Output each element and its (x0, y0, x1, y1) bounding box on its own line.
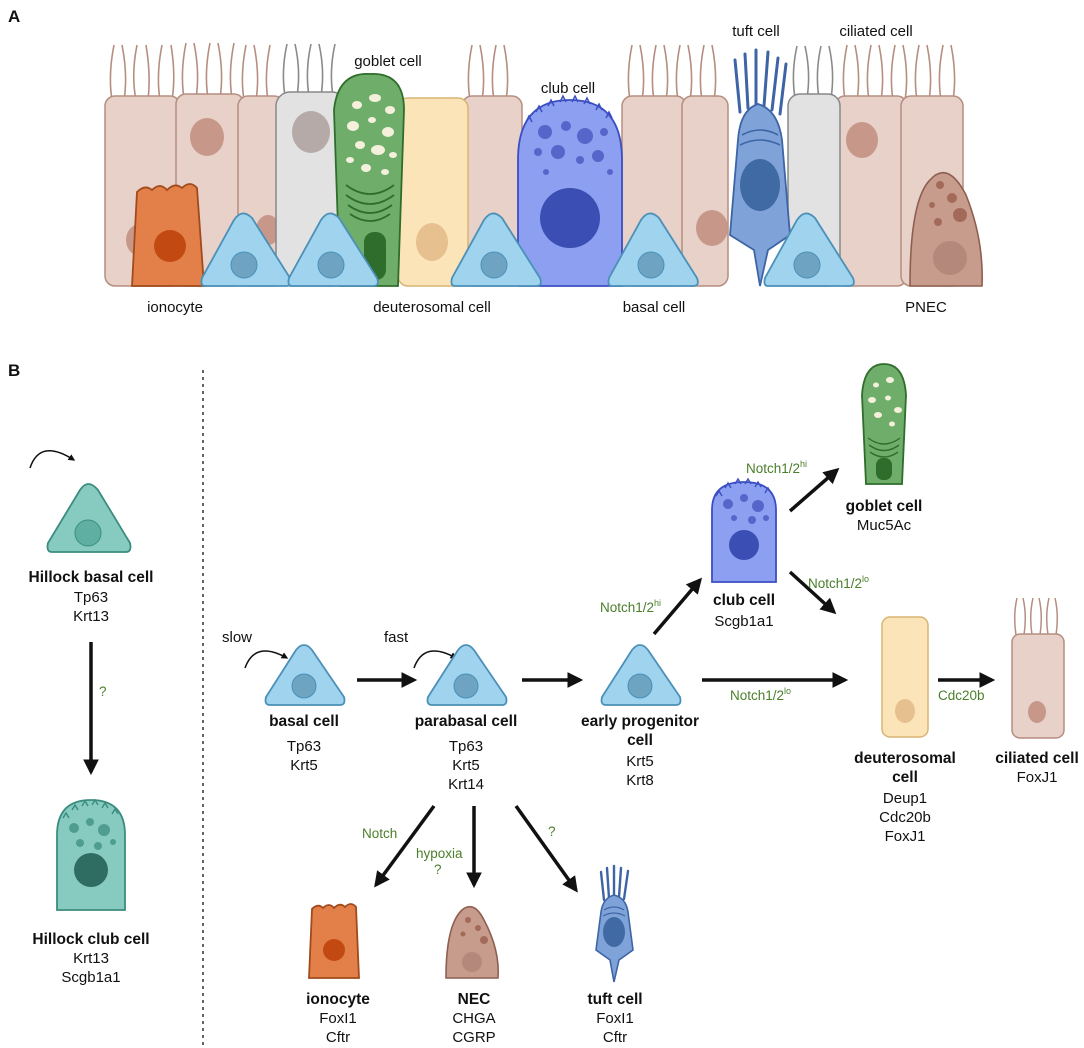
goblet-name: goblet cell (846, 498, 923, 515)
notch-lo-early-label: Notch1/2lo (730, 686, 791, 703)
deutero-name-line-2: cell (892, 769, 918, 786)
parabasal-marker-1: Tp63 (449, 738, 483, 755)
lineage-club-cell-illustration (711, 477, 777, 583)
tuft-name: tuft cell (587, 991, 642, 1008)
panel-a-label: A (8, 7, 20, 26)
tuft-marker-1: FoxI1 (596, 1010, 634, 1027)
basal-marker-2: Krt5 (290, 757, 318, 774)
ionocyte-marker-1: FoxI1 (319, 1010, 357, 1027)
early-marker-2: Krt8 (626, 772, 654, 789)
arrow-parabasal-ionocyte (374, 804, 436, 888)
lineage-deuterosomal-cell-illustration (881, 616, 929, 738)
panel-b-label: B (8, 361, 20, 380)
parabasal-renewal-label: fast (384, 629, 409, 646)
cilia-row (109, 42, 956, 101)
notch-lo-club-label: Notch1/2lo (808, 574, 869, 591)
deutero-marker-3: FoxJ1 (885, 828, 926, 845)
early-name-line-1: early progenitor (581, 713, 699, 730)
hypoxia-question: ? (434, 862, 442, 877)
lineage-tuft-cell-illustration (595, 864, 634, 983)
label-pnec-a: PNEC (905, 299, 947, 316)
basal-name: basal cell (269, 713, 339, 730)
deutero-marker-2: Cdc20b (879, 809, 931, 826)
ionocyte-marker-2: Cftr (326, 1029, 350, 1046)
notch-hi-goblet-label: Notch1/2hi (746, 459, 807, 476)
hillock-club-name: Hillock club cell (32, 931, 149, 948)
label-ionocyte-a: ionocyte (147, 299, 203, 316)
hillock-club-cell-illustration (56, 798, 126, 911)
early-progenitor-cell-illustration (600, 644, 682, 706)
goblet-cell-illustration (333, 73, 405, 287)
goblet-marker-1: Muc5Ac (857, 517, 912, 534)
club-marker-1: Scgb1a1 (714, 613, 773, 630)
arrow-early-club (652, 577, 703, 636)
label-basal-cell-a: basal cell (623, 299, 686, 316)
tuft-cell-illustration (729, 48, 791, 287)
deutero-name-line-1: deuterosomal (854, 750, 956, 767)
arrow-club-deutero (788, 570, 837, 615)
nec-name: NEC (458, 991, 491, 1008)
notch-hi-club-label: Notch1/2hi (600, 598, 661, 615)
hillock-club-marker-2: Scgb1a1 (61, 969, 120, 986)
hillock-basal-marker-1: Tp63 (74, 589, 108, 606)
lineage-basal-cell-illustration (244, 644, 346, 706)
parabasal-cell-illustration (413, 644, 508, 706)
hillock-arrow-label: ? (99, 684, 107, 699)
label-ciliated-cell-a: ciliated cell (839, 23, 912, 40)
arrow-parabasal-tuft (514, 804, 578, 893)
hypoxia-label: hypoxia (416, 846, 463, 861)
early-name-line-2: cell (627, 732, 653, 749)
ionocyte-illustration (131, 183, 205, 287)
parabasal-name: parabasal cell (415, 713, 518, 730)
label-deuterosomal-cell-a: deuterosomal cell (373, 299, 491, 316)
basal-marker-1: Tp63 (287, 738, 321, 755)
notch-label: Notch (362, 826, 397, 841)
pnec-illustration (909, 171, 983, 287)
nec-marker-2: CGRP (452, 1029, 495, 1046)
basal-renewal-label: slow (222, 629, 252, 646)
cdc20b-label: Cdc20b (938, 688, 985, 703)
deutero-marker-1: Deup1 (883, 790, 927, 807)
parabasal-marker-2: Krt5 (452, 757, 480, 774)
early-marker-1: Krt5 (626, 753, 654, 770)
hillock-basal-name: Hillock basal cell (29, 569, 154, 586)
nec-marker-1: CHGA (452, 1010, 495, 1027)
lineage-ionocyte-illustration (308, 903, 360, 979)
label-tuft-cell-a: tuft cell (732, 23, 780, 40)
ionocyte-name: ionocyte (306, 991, 370, 1008)
hillock-basal-cell-illustration (29, 450, 132, 553)
lineage-nec-illustration (445, 905, 500, 979)
tuft-question: ? (548, 824, 556, 839)
epithelium-illustration (104, 42, 983, 287)
label-goblet-cell-a: goblet cell (354, 53, 422, 70)
hillock-club-marker-1: Krt13 (73, 950, 109, 967)
parabasal-marker-3: Krt14 (448, 776, 484, 793)
ciliated-marker-1: FoxJ1 (1017, 769, 1058, 786)
club-cell-illustration (517, 94, 623, 287)
hillock-basal-marker-2: Krt13 (73, 608, 109, 625)
lineage-goblet-cell-illustration (861, 363, 907, 485)
lineage-ciliated-cell-illustration (1011, 597, 1065, 739)
club-name: club cell (713, 592, 775, 609)
arrow-club-goblet (788, 467, 840, 513)
label-club-cell-a: club cell (541, 80, 595, 97)
tuft-marker-2: Cftr (603, 1029, 627, 1046)
ciliated-name: ciliated cell (995, 750, 1079, 767)
